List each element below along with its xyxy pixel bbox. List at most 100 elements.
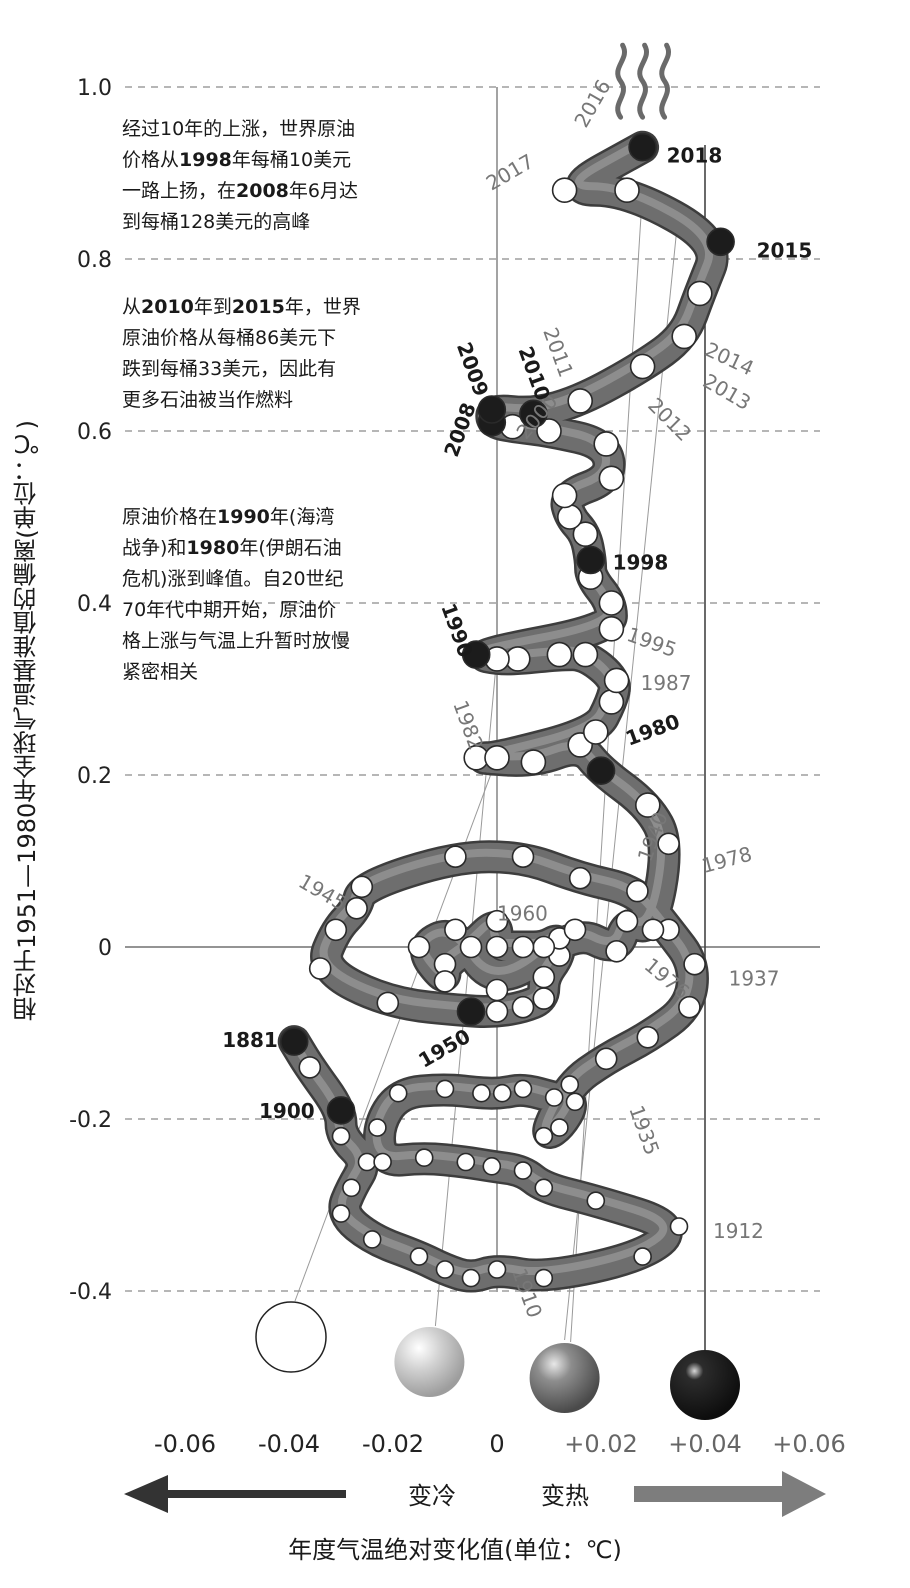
year-marker (407, 935, 431, 959)
year-marker (345, 896, 368, 920)
year-marker (357, 1152, 377, 1172)
year-marker (582, 719, 609, 745)
year-marker-2009 (477, 395, 507, 424)
year-label-2016: 2016 (569, 75, 615, 131)
year-marker-2013 (671, 323, 698, 350)
year-marker (532, 987, 556, 1010)
year-label-1945: 1945 (295, 869, 351, 915)
year-label-1987: 1987 (641, 671, 692, 695)
year-marker (560, 1075, 580, 1094)
y-tick-label: -0.2 (69, 1108, 112, 1133)
year-marker (459, 935, 483, 959)
year-marker (433, 970, 457, 993)
y-tick-label: 0 (98, 936, 112, 961)
cooling-label: 变冷 (408, 1482, 456, 1510)
year-marker-1980 (586, 756, 616, 786)
y-axis-title: 相对于1951—1980年全球气温基准值的偏离(单位：℃) (12, 419, 41, 1021)
x-tick-label: +0.04 (668, 1430, 742, 1458)
leader-line (294, 757, 498, 1302)
year-marker (342, 1178, 361, 1198)
year-marker (633, 1247, 652, 1266)
year-marker-1990 (461, 640, 491, 669)
year-marker (534, 1178, 554, 1198)
year-marker-2011 (567, 388, 594, 414)
year-marker-1935 (594, 1047, 618, 1071)
year-marker (546, 641, 573, 668)
year-marker-2012 (629, 353, 656, 380)
x-tick-label: -0.02 (362, 1430, 424, 1458)
year-marker (615, 909, 639, 933)
year-marker-2000 (556, 504, 583, 530)
year-marker-2010 (519, 399, 548, 429)
year-marker (444, 845, 467, 869)
year-marker (368, 1118, 387, 1137)
x-tick-label: +0.02 (564, 1430, 638, 1458)
year-marker (598, 590, 625, 616)
year-marker (565, 1092, 585, 1112)
year-marker-1998 (576, 545, 605, 575)
note-2: 从2010年到2015年，世界 原油价格从每桶86美元下 跌到每桶33美元，因此… (122, 296, 361, 411)
year-marker (534, 1126, 554, 1146)
year-label-1950: 1950 (414, 1024, 474, 1073)
year-marker (485, 935, 509, 959)
year-marker (586, 1191, 606, 1210)
year-label-1978: 1978 (699, 842, 754, 878)
year-marker (435, 1260, 455, 1279)
year-marker (492, 1083, 512, 1103)
year-label-1912: 1912 (713, 1219, 764, 1243)
year-label-1960: 1960 (497, 902, 548, 926)
steam-line (615, 42, 627, 120)
year-marker (472, 1083, 491, 1103)
steam-line (637, 42, 649, 120)
year-marker (485, 978, 509, 1002)
year-marker (563, 918, 587, 942)
year-marker (511, 935, 535, 959)
year-marker (572, 521, 599, 548)
year-label-1881: 1881 (222, 1028, 278, 1052)
year-marker-1987 (603, 667, 630, 694)
year-marker (482, 1157, 502, 1176)
year-marker (532, 935, 556, 959)
year-marker (678, 995, 701, 1019)
year-marker (511, 995, 535, 1019)
year-marker-2015 (706, 227, 735, 257)
year-marker-1960 (485, 909, 509, 933)
year-label-1990: 1990 (436, 600, 478, 661)
year-marker (551, 482, 578, 509)
year-marker (414, 1148, 434, 1167)
year-marker (598, 465, 625, 492)
year-marker (598, 689, 625, 715)
y-tick-label: 0.6 (77, 420, 112, 445)
year-marker (513, 1079, 533, 1099)
legend-sphere (670, 1350, 740, 1420)
year-marker (331, 1204, 351, 1223)
year-marker-2018 (628, 132, 657, 162)
right-arrow-icon (634, 1471, 826, 1517)
legend-spheres (255, 1301, 740, 1420)
direction-arrows (124, 1471, 826, 1517)
left-arrow-icon (124, 1475, 346, 1513)
year-marker-1950 (456, 997, 486, 1026)
x-tick-label: 0 (489, 1430, 504, 1458)
note-1: 经过10年的上涨，世界原油 价格从1998年每桶10美元 一路上扬，在2008年… (122, 118, 358, 233)
year-marker-1940 (626, 879, 649, 903)
year-label-2017: 2017 (482, 149, 538, 195)
legend-sphere (529, 1343, 600, 1413)
year-marker (568, 866, 592, 890)
year-marker (435, 1079, 455, 1099)
year-label-1937: 1937 (729, 967, 780, 991)
year-marker-1900 (326, 1096, 356, 1125)
year-label-2015: 2015 (757, 238, 813, 262)
year-marker (298, 1056, 322, 1079)
year-label-2008: 2008 (439, 399, 481, 460)
note-3: 原油价格在1990年(海湾 战争)和1980年(伊朗石油 危机)涨到峰值。自20… (122, 506, 351, 683)
year-marker (324, 918, 348, 942)
year-label-1935: 1935 (624, 1102, 664, 1158)
legend-sphere (255, 1301, 327, 1373)
year-marker (532, 965, 556, 989)
year-marker (550, 1118, 569, 1137)
year-marker-1978 (657, 832, 680, 856)
year-marker (362, 1230, 382, 1249)
year-marker (513, 1161, 533, 1180)
